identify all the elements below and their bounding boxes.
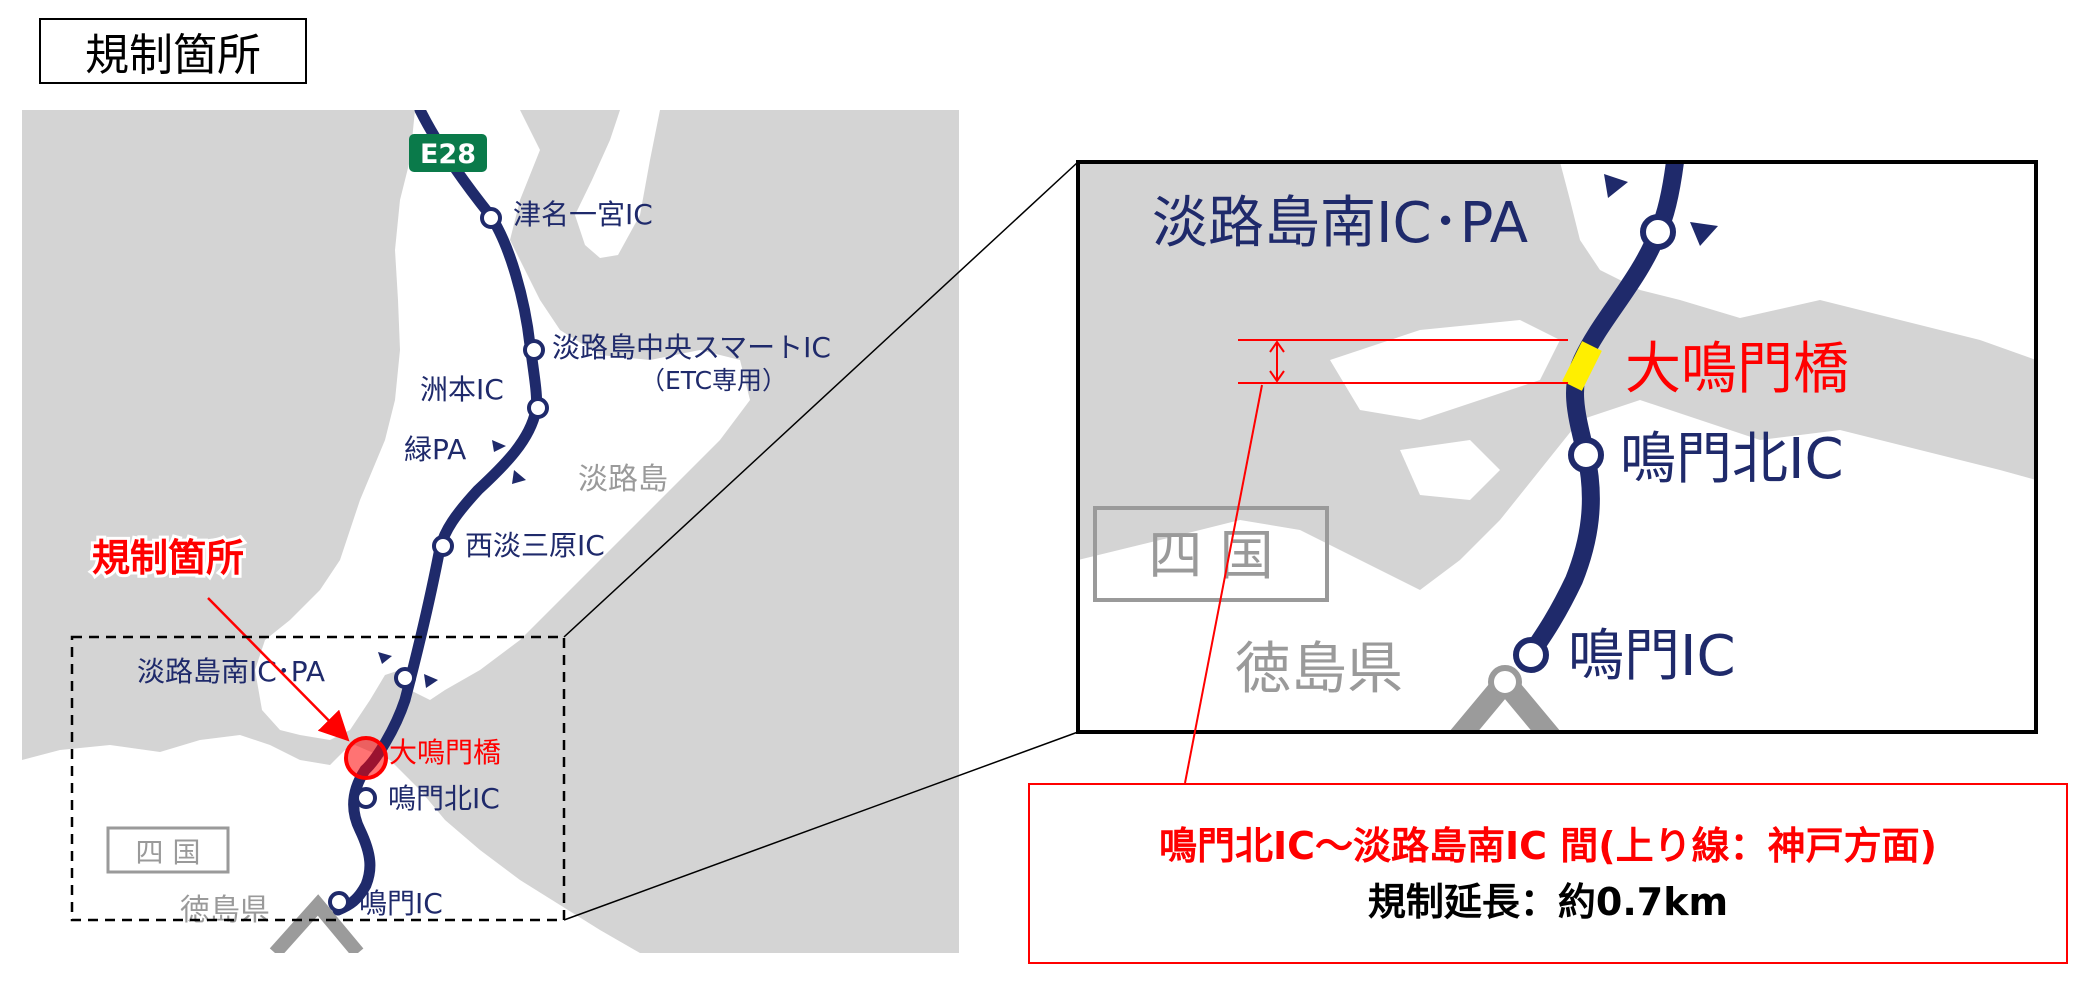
regulation-label: 規制箇所 [92,536,244,580]
region-shikoku: 四 国 [136,836,201,869]
label-midori-pa: 緑PA [404,433,466,466]
regulation-info-box: 鳴門北IC～淡路島南IC 間(上り線：神戸方面) 規制延長：約0.7km [1028,783,2068,964]
dimension-arrow-down-icon [1269,370,1285,383]
detail-map-frame [1076,160,2038,734]
route-shield [409,134,487,172]
pa-triangle-icon [1690,222,1718,246]
detail-awaji-land [1560,162,2036,360]
station-sumoto-marker [527,397,549,419]
detail-map: 淡路島南IC･PA 大鳴門橋 鳴門北IC 鳴門IC 四 国 徳島県 [1078,162,2036,732]
detail-region-tokushima: 徳島県 [1235,637,1403,702]
overview-islet [300,812,360,852]
overview-awaji-island [255,110,750,740]
zoom-area-box [70,635,566,922]
region-tokushima: 徳島県 [180,893,270,928]
overview-honshu-land [575,110,660,258]
pa-triangle-icon [378,652,392,664]
overview-islet [250,770,330,815]
detail-station-naruto-kita-marker [1568,437,1604,473]
detail-region-shikoku: 四 国 [1148,524,1273,587]
detail-label-naruto-kita: 鳴門北IC [1620,427,1844,492]
detail-region-shikoku-box [1093,506,1329,602]
route-shield-label: E28 [420,139,476,170]
pa-triangle-icon [512,470,526,484]
detail-label-onaruto-bridge: 大鳴門橋 [1625,337,1849,402]
detail-station-awaji-minami-marker [1640,214,1676,250]
station-naruto-marker [328,891,350,913]
label-awaji-chuo-smart-note: （ETC専用） [640,366,787,395]
detail-islet [1330,320,1560,420]
region-awaji-island: 淡路島 [578,462,668,497]
regulation-location-marker [344,736,388,780]
pa-triangle-icon [1604,174,1628,198]
overview-map: E28 津名一宮IC 淡路島中央スマートIC （ETC専用） 洲本IC 緑PA … [22,110,959,953]
detail-station-naruto-marker [1513,637,1549,673]
region-shikoku-box [106,826,230,874]
label-naruto-kita: 鳴門北IC [388,782,500,815]
label-awaji-chuo-smart: 淡路島中央スマートIC [552,331,831,364]
label-sumoto: 洲本IC [420,373,504,406]
pa-triangle-icon [424,674,438,688]
detail-label-awaji-minami: 淡路島南IC･PA [1152,191,1528,256]
label-onaruto-bridge: 大鳴門橋 [389,736,501,769]
label-nishiawaji-mihara: 西淡三原IC [465,529,605,562]
bridge-section-highlight [1562,341,1602,391]
page-title: 規制箇所 [39,18,307,84]
station-awaji-minami-marker [394,667,416,689]
pa-triangle-icon [492,440,506,452]
label-awaji-minami: 淡路島南IC･PA [137,655,325,688]
zoom-connector-top [563,161,1079,638]
detail-label-naruto: 鳴門IC [1568,624,1736,689]
detail-shikoku-land [1078,400,2036,732]
overview-connector-road [269,894,364,953]
station-awaji-chuo-smart-marker [523,339,545,361]
detail-junction-marker [1488,665,1522,699]
regulation-length-text: 規制延長：約0.7km [1367,879,1729,924]
info-leader-line [1184,384,1263,784]
detail-islet [1400,440,1500,500]
regulation-section-text: 鳴門北IC～淡路島南IC 間(上り線：神戸方面) [1158,823,1938,868]
label-tsuna-ichinomiya: 津名一宮IC [513,198,653,231]
regulation-arrow [207,597,350,742]
zoom-connector-bottom [563,731,1079,921]
dimension-arrow-up-icon [1269,340,1285,353]
station-nishiawaji-mihara-marker [432,535,454,557]
station-naruto-kita-marker [355,787,377,809]
station-tsuna-ichinomiya-marker [480,207,502,229]
label-naruto: 鳴門IC [359,887,443,920]
